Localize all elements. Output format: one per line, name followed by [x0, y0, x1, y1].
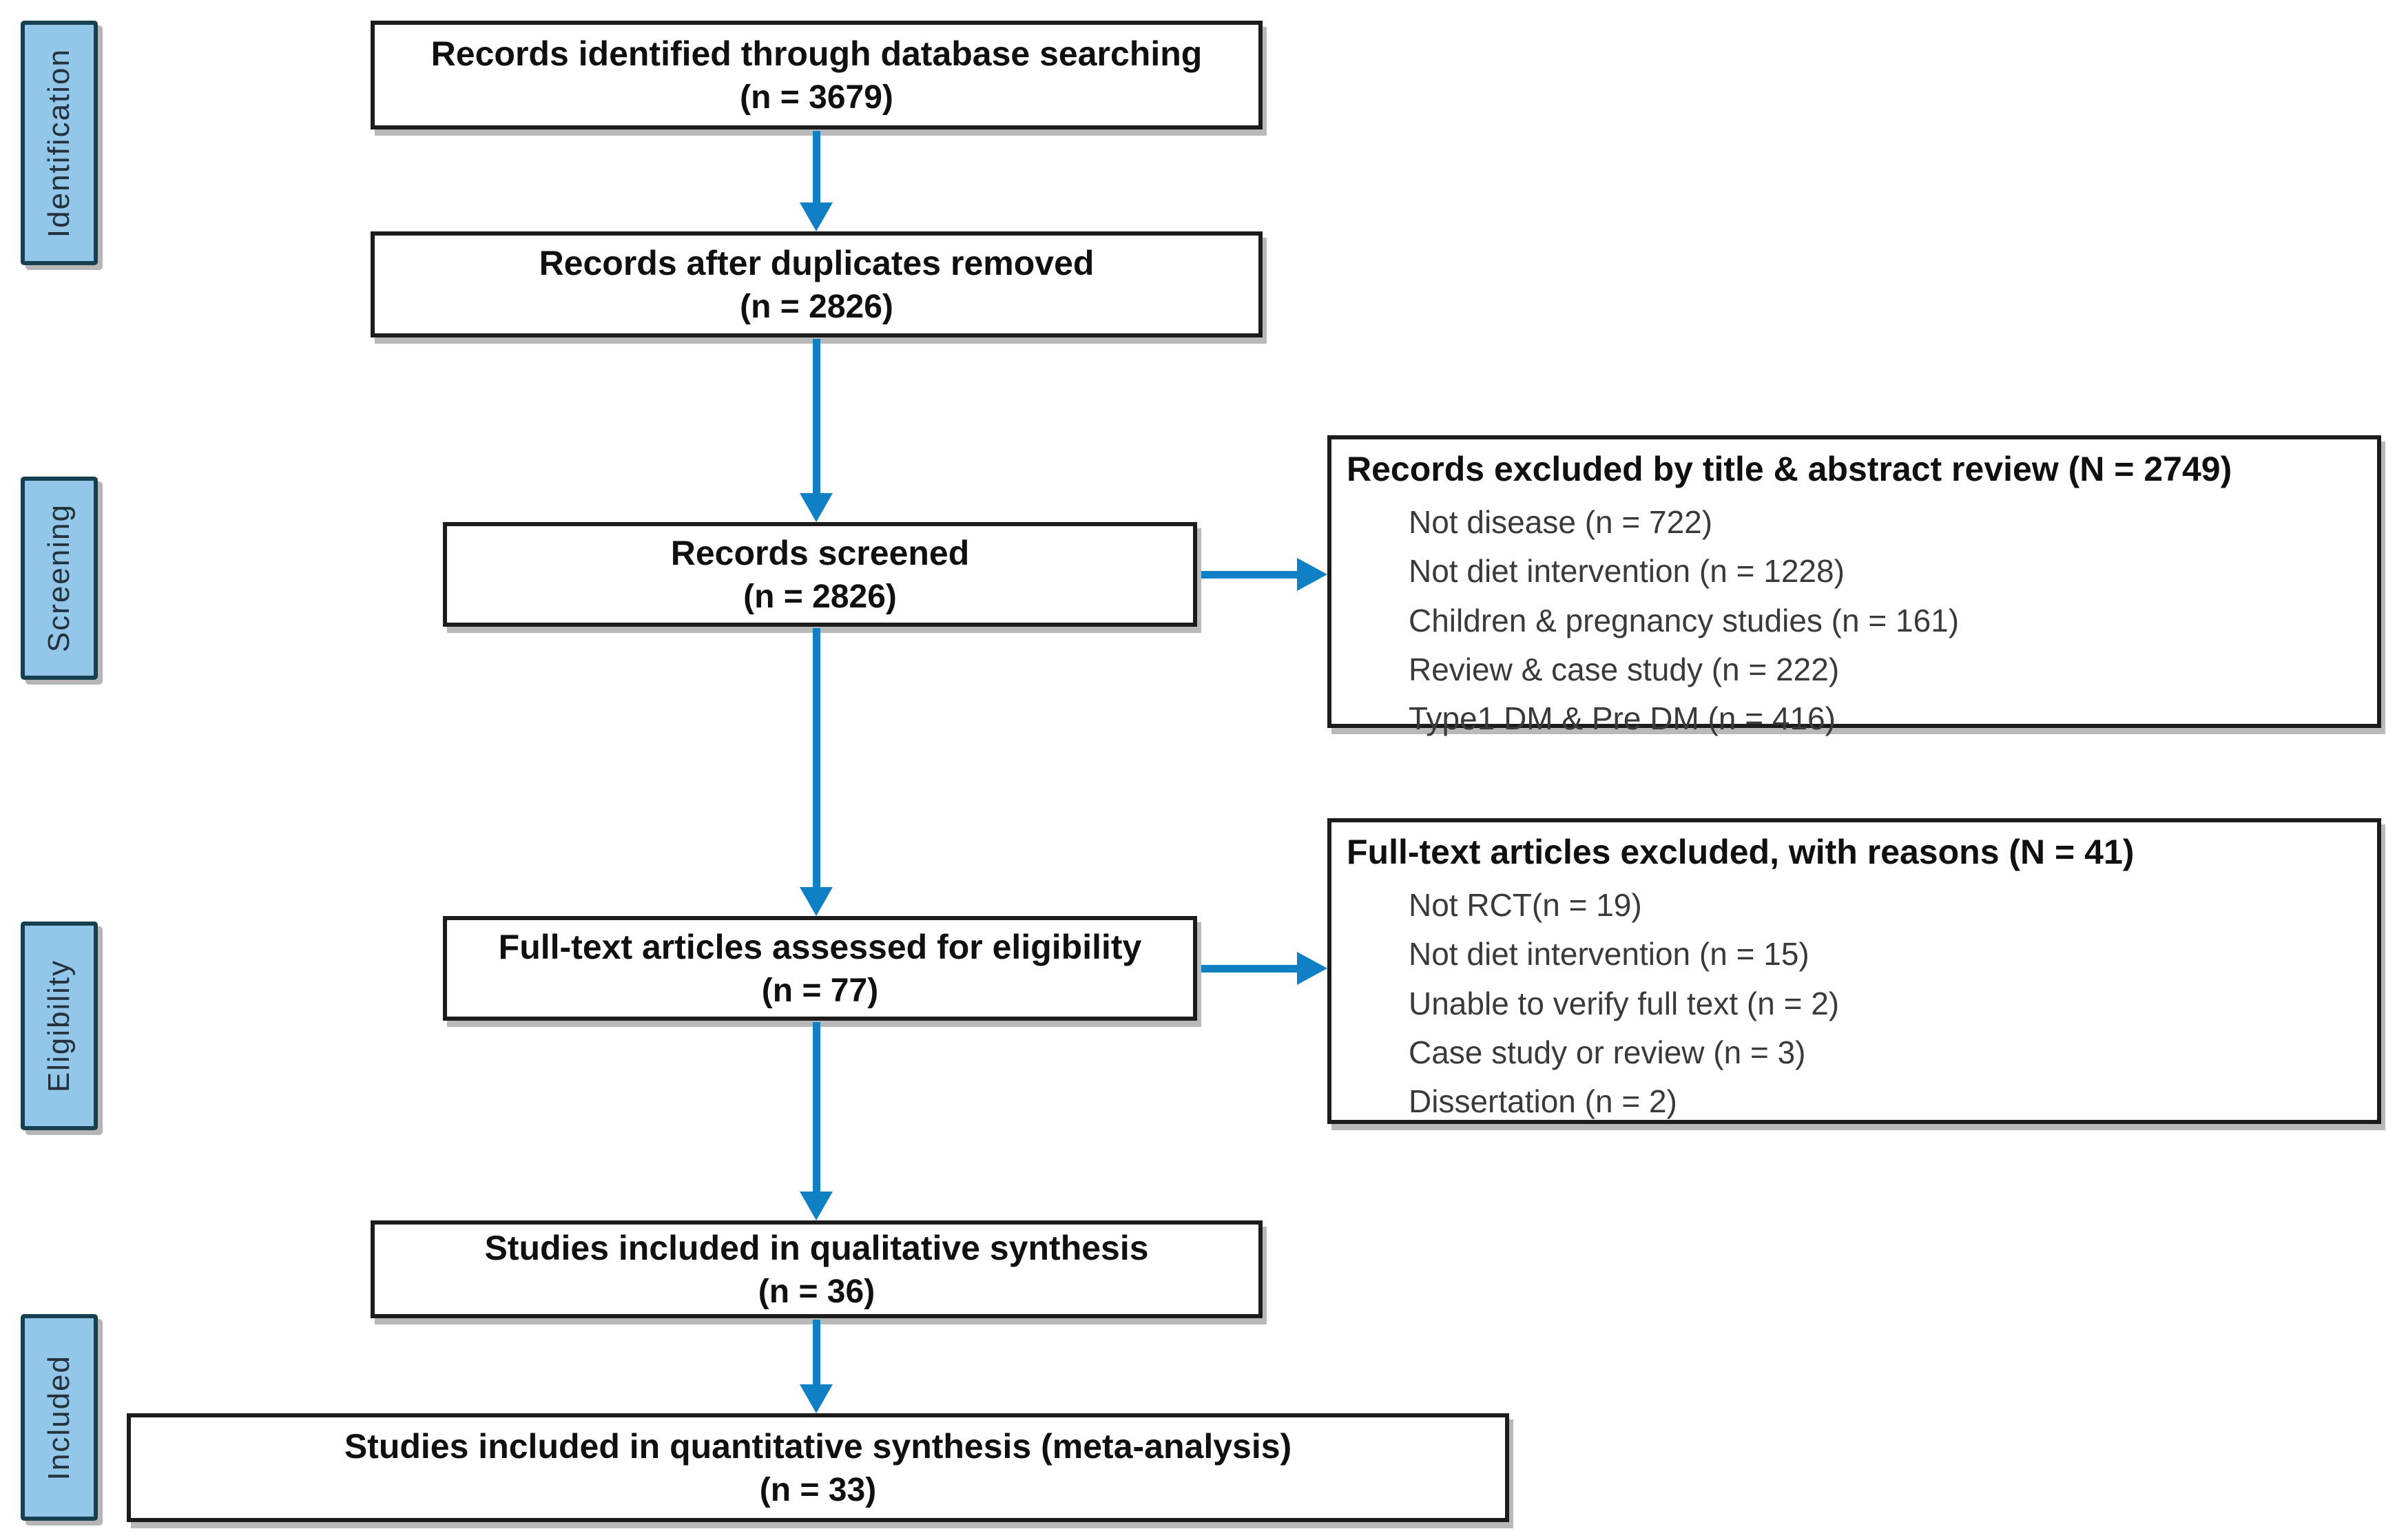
- exclusion-reason: Type1 DM & Pre DM (n = 416): [1409, 700, 1836, 737]
- arrowhead-down-icon: [800, 493, 833, 522]
- exclusion-reason: Not diet intervention (n = 1228): [1409, 553, 1845, 590]
- arrowhead-down-icon: [800, 202, 833, 231]
- box-records-screened-count: (n = 2826): [743, 579, 897, 616]
- arrowhead-right-icon: [1297, 952, 1327, 985]
- arrow-screened-to-fulltext: [800, 628, 833, 916]
- arrow-deduplicated-to-screened: [800, 339, 833, 522]
- arrow-shaft: [812, 1022, 820, 1192]
- box-qualitative-synthesis-title: Studies included in qualitative synthesi…: [484, 1228, 1149, 1267]
- exclusion-reason: Dissertation (n = 2): [1409, 1083, 1677, 1120]
- arrow-shaft: [812, 1320, 820, 1384]
- box-records-screened: Records screened (n = 2826): [443, 522, 1197, 627]
- exclusion-reason: Not disease (n = 722): [1409, 504, 1713, 540]
- arrow-shaft: [812, 131, 820, 202]
- fulltext-excluded-header: Full-text articles excluded, with reason…: [1347, 833, 2135, 871]
- exclusion-reason: Not diet intervention (n = 15): [1409, 936, 1809, 972]
- box-records-identified: Records identified through database sear…: [371, 21, 1263, 129]
- stage-included-label: Included: [42, 1354, 76, 1481]
- arrow-shaft: [812, 339, 820, 493]
- exclusion-reason: Review & case study (n = 222): [1409, 651, 1840, 687]
- arrow-fulltext-to-excluded: [1201, 952, 1327, 985]
- box-qualitative-synthesis-count: (n = 36): [758, 1273, 875, 1311]
- arrow-shaft: [812, 628, 820, 887]
- box-title-abstract-excluded: Records excluded by title & abstract rev…: [1327, 435, 2381, 736]
- box-records-identified-title: Records identified through database sear…: [430, 34, 1203, 73]
- arrow-qualitative-to-quantitative: [800, 1320, 833, 1413]
- stage-identification: Identification: [21, 21, 98, 265]
- stage-screening-label: Screening: [42, 503, 76, 653]
- arrowhead-right-icon: [1297, 558, 1327, 591]
- box-records-identified-count: (n = 3679): [740, 79, 893, 116]
- box-records-deduplicated-count: (n = 2826): [740, 289, 893, 326]
- box-quantitative-synthesis-title: Studies included in quantitative synthes…: [344, 1426, 1292, 1466]
- arrow-screened-to-excluded: [1201, 558, 1327, 591]
- box-records-deduplicated-title: Records after duplicates removed: [539, 243, 1095, 282]
- exclusion-reason: Unable to verify full text (n = 2): [1409, 985, 1840, 1021]
- arrow-shaft: [1201, 570, 1297, 579]
- exclusion-reason: Children & pregnancy studies (n = 161): [1409, 602, 1960, 638]
- stage-screening: Screening: [21, 477, 98, 680]
- title-abstract-excluded-header: Records excluded by title & abstract rev…: [1347, 450, 2232, 488]
- stage-eligibility-label: Eligibility: [42, 959, 76, 1093]
- box-quantitative-synthesis: Studies included in quantitative synthes…: [127, 1413, 1509, 1522]
- arrowhead-down-icon: [800, 1384, 833, 1413]
- box-fulltext-assessed-title: Full-text articles assessed for eligibil…: [498, 927, 1142, 966]
- arrowhead-down-icon: [800, 1192, 833, 1220]
- stage-included: Included: [21, 1314, 98, 1521]
- exclusion-reason: Case study or review (n = 3): [1409, 1034, 1806, 1070]
- box-fulltext-assessed: Full-text articles assessed for eligibil…: [443, 916, 1197, 1021]
- arrow-shaft: [1201, 964, 1297, 972]
- arrow-identified-to-deduplicated: [800, 131, 833, 231]
- box-fulltext-assessed-count: (n = 77): [761, 972, 879, 1010]
- arrow-fulltext-to-qualitative: [800, 1022, 833, 1220]
- stage-identification-label: Identification: [42, 48, 76, 238]
- box-quantitative-synthesis-count: (n = 33): [759, 1472, 877, 1509]
- box-records-deduplicated: Records after duplicates removed (n = 28…: [371, 231, 1263, 337]
- arrowhead-down-icon: [800, 887, 833, 916]
- exclusion-reason: Not RCT(n = 19): [1409, 887, 1642, 923]
- box-fulltext-excluded: Full-text articles excluded, with reason…: [1327, 818, 2381, 1124]
- box-qualitative-synthesis: Studies included in qualitative synthesi…: [371, 1220, 1263, 1318]
- box-records-screened-title: Records screened: [670, 533, 970, 572]
- stage-eligibility: Eligibility: [21, 922, 98, 1130]
